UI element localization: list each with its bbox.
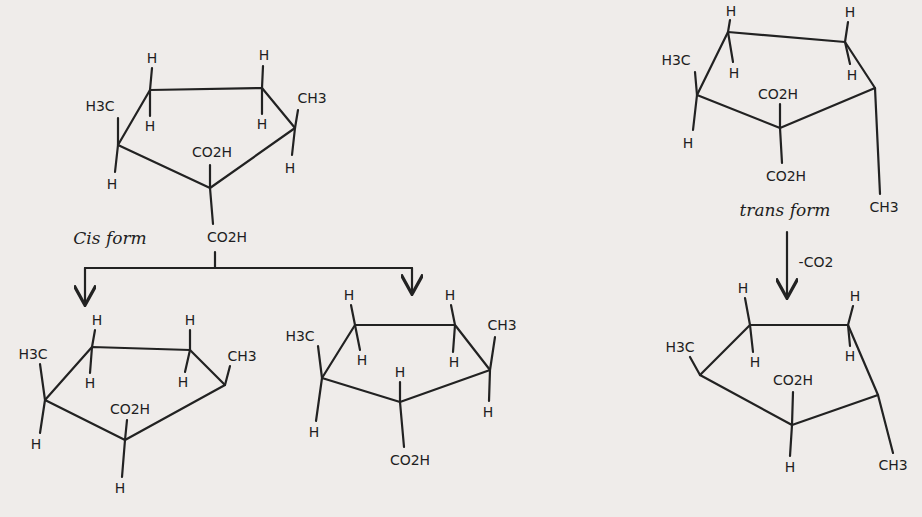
atom-label: CO2H xyxy=(772,373,814,388)
atom-label: H3C xyxy=(660,53,691,68)
atom-label: H3C xyxy=(17,347,48,362)
atom-label: H xyxy=(284,161,297,176)
atom-label: H xyxy=(258,48,271,63)
atom-label: CH3 xyxy=(877,458,908,473)
atom-label: CO2H xyxy=(191,145,233,160)
atom-label: H xyxy=(482,405,495,420)
atom-label: H xyxy=(256,117,269,132)
atom-label: H xyxy=(444,288,457,303)
atom-label: H xyxy=(784,460,797,475)
atom-label: H xyxy=(177,375,190,390)
atom-label: CH3 xyxy=(486,318,517,333)
atom-label: CO2H xyxy=(206,230,248,245)
atom-label: H xyxy=(30,437,43,452)
atom-label: H3C xyxy=(284,329,315,344)
atom-label: H xyxy=(84,376,97,391)
atom-label: CO2H xyxy=(389,453,431,468)
atom-label: CO2H xyxy=(109,402,151,417)
atom-label: H xyxy=(356,353,369,368)
atom-label: H xyxy=(308,425,321,440)
atom-label: H xyxy=(849,289,862,304)
atom-label: H3C xyxy=(84,99,115,114)
atom-label: H xyxy=(91,313,104,328)
atom-label: CH3 xyxy=(226,349,257,364)
atom-label: H xyxy=(146,51,159,66)
atom-label: H xyxy=(737,281,750,296)
atom-label: H xyxy=(448,355,461,370)
atom-label: H xyxy=(343,288,356,303)
atom-label: H xyxy=(144,119,157,134)
atom-label: H xyxy=(749,355,762,370)
atom-label: H3C xyxy=(664,340,695,355)
atom-label: -CO2 xyxy=(798,255,835,270)
atom-label: CH3 xyxy=(296,91,327,106)
atom-label: H xyxy=(106,177,119,192)
atom-label: H xyxy=(728,66,741,81)
atom-label: CO2H xyxy=(765,169,807,184)
form-caption: trans form xyxy=(739,203,832,218)
atom-label: CH3 xyxy=(868,200,899,215)
atom-label: H xyxy=(844,5,857,20)
atom-label: H xyxy=(184,313,197,328)
atom-label: CO2H xyxy=(757,87,799,102)
atom-label: H xyxy=(846,68,859,83)
atom-label: H xyxy=(682,136,695,151)
atom-label: H xyxy=(844,349,857,364)
atom-label: H xyxy=(114,481,127,496)
atom-label: H xyxy=(394,365,407,380)
form-caption: Cis form xyxy=(72,231,147,246)
atom-label: H xyxy=(725,4,738,19)
